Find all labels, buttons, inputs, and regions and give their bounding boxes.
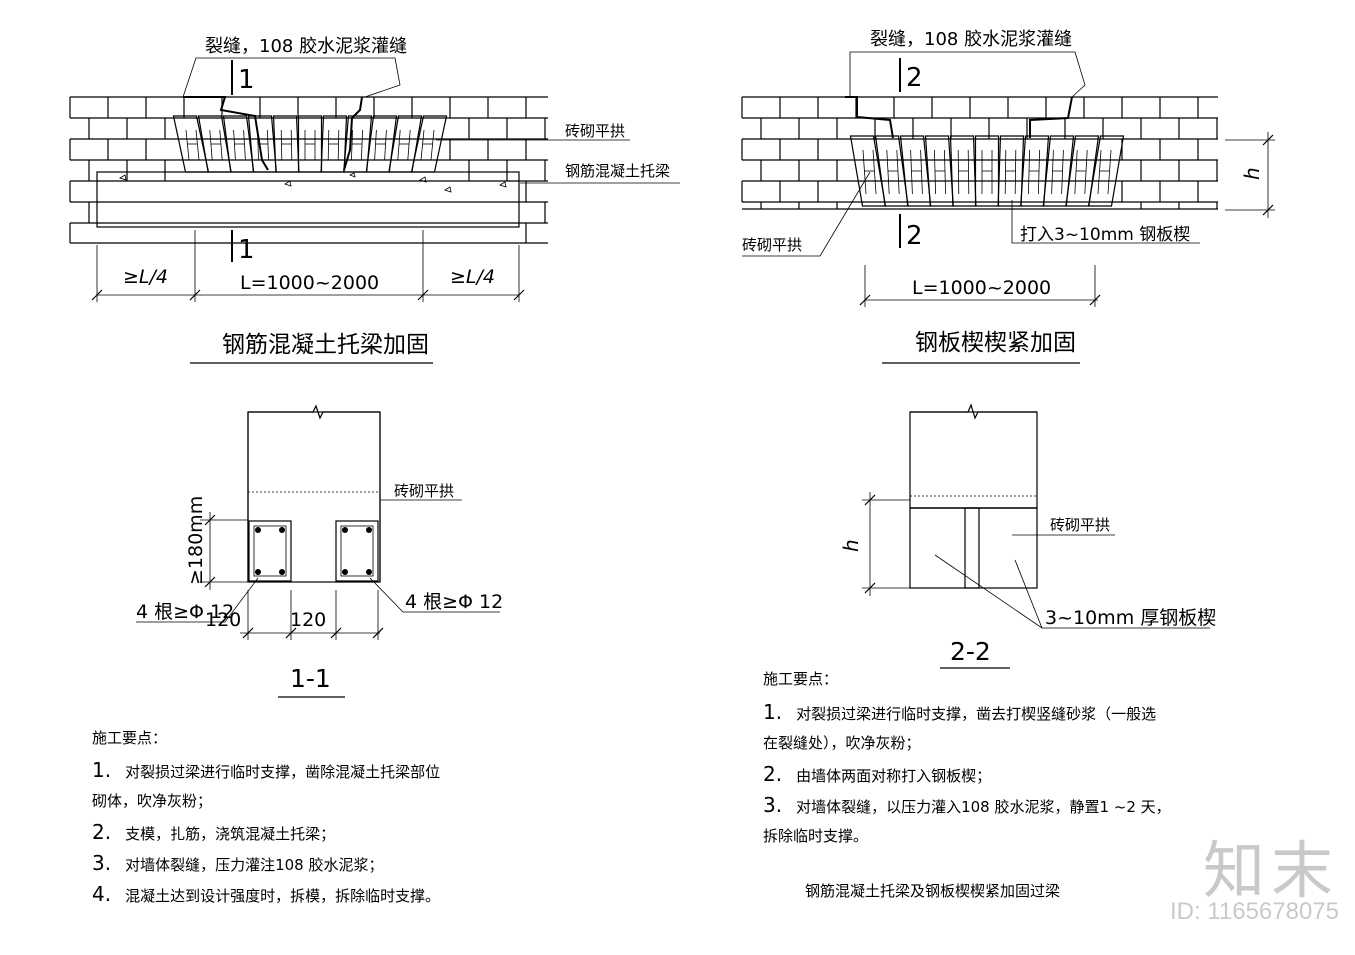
fig1-section-mark-top: 1 bbox=[238, 65, 255, 95]
fig2-section-mark-top: 2 bbox=[906, 63, 923, 93]
sec1-bars-right: 4 根≥Φ 12 bbox=[405, 591, 503, 613]
watermark-logo: 知末 bbox=[1202, 837, 1339, 906]
fig2-section-mark-bottom: 2 bbox=[906, 221, 923, 251]
note-line: 1. 对裂损过梁进行临时支撑，凿去打楔竖缝砂浆（一般选 bbox=[763, 702, 1156, 724]
sec2-h-label: h bbox=[839, 539, 863, 552]
notes-right-heading: 施工要点： bbox=[763, 670, 839, 688]
fig1-dimension-line bbox=[91, 230, 525, 302]
fig1-crack-leader bbox=[182, 57, 401, 98]
sec2-arch-label: 砖砌平拱 bbox=[1050, 516, 1110, 534]
note-number: 1. bbox=[763, 700, 783, 724]
note-text: 支模，扎筋，浇筑混凝土托梁； bbox=[125, 825, 336, 843]
fig2-crack-label: 裂缝，108 胶水泥浆灌缝 bbox=[870, 29, 1072, 50]
note-line: 在裂缝处），吹净灰粉； bbox=[763, 733, 921, 753]
sec1-title: 1-1 bbox=[290, 664, 331, 693]
note-text: 拆除临时支撑。 bbox=[763, 827, 869, 845]
fig1-crack-line bbox=[183, 96, 363, 171]
fig1-section-mark-bottom: 1 bbox=[238, 235, 255, 265]
fig1-dim-span: L=1000~2000 bbox=[240, 272, 379, 294]
note-text: 对裂损过梁进行临时支撑，凿除混凝土托梁部位 bbox=[125, 763, 441, 781]
sec1-width-a: 120 bbox=[205, 609, 241, 631]
sec1-beam-right bbox=[335, 520, 379, 582]
fig2-dim-span: L=1000~2000 bbox=[912, 277, 1051, 299]
note-text: 对墙体裂缝，压力灌注108 胶水泥浆； bbox=[125, 856, 384, 874]
sec1-width-b: 120 bbox=[290, 609, 326, 631]
sec2-steel-wedge bbox=[964, 507, 980, 589]
notes-left-heading: 施工要点： bbox=[92, 729, 168, 747]
fig2-h-dimension bbox=[1225, 132, 1275, 218]
note-text: 混凝土达到设计强度时，拆模，拆除临时支撑。 bbox=[125, 887, 441, 905]
fig1-dim-left: ≥L/4 bbox=[123, 266, 168, 288]
fig2-crack-line bbox=[845, 96, 1073, 139]
note-line: 4. 混凝土达到设计强度时，拆模，拆除临时支撑。 bbox=[92, 884, 440, 906]
fig2-wedge-label: 打入3~10mm 钢板楔 bbox=[1020, 225, 1190, 245]
fig1-title: 钢筋混凝土托梁加固 bbox=[222, 332, 429, 358]
note-number: 2. bbox=[92, 820, 112, 844]
note-line: 2. 由墙体两面对称打入钢板楔； bbox=[763, 764, 991, 786]
fig1-dim-right: ≥L/4 bbox=[450, 266, 495, 288]
note-text: 由墙体两面对称打入钢板楔； bbox=[796, 767, 992, 785]
note-number: 3. bbox=[763, 793, 783, 817]
note-line: 拆除临时支撑。 bbox=[763, 826, 868, 846]
note-number: 2. bbox=[763, 762, 783, 786]
fig1-elevation: 裂缝，108 胶水泥浆灌缝 1 1 砖砌平拱 钢筋混凝土托梁 ≥L/4 L=10… bbox=[69, 36, 680, 364]
note-line: 砌体，吹净灰粉； bbox=[92, 791, 212, 811]
fig1-beam-speckle bbox=[119, 172, 507, 193]
fig2-title: 钢板楔楔紧加固 bbox=[915, 330, 1076, 356]
fig2-h-label: h bbox=[1240, 167, 1264, 180]
note-line: 2. 支模，扎筋，浇筑混凝土托梁； bbox=[92, 822, 335, 844]
fig2-elevation: 裂缝，108 胶水泥浆灌缝 2 2 h 砖砌平拱 打入3~10mm 钢板楔 L=… bbox=[741, 29, 1275, 364]
note-text: 砌体，吹净灰粉； bbox=[92, 792, 213, 810]
note-number: 4. bbox=[92, 882, 112, 906]
fig1-brick-arch bbox=[172, 115, 448, 173]
fig2-crack-leader bbox=[849, 51, 1086, 98]
sec1-arch-label: 砖砌平拱 bbox=[394, 482, 454, 500]
sec2-wedge-label: 3~10mm 厚钢板楔 bbox=[1045, 607, 1216, 629]
sec1-height-dim: ≥180mm bbox=[185, 496, 207, 585]
note-text: 对裂损过梁进行临时支撑，凿去打楔竖缝砂浆（一般选 bbox=[796, 705, 1157, 723]
fig1-crack-label: 裂缝，108 胶水泥浆灌缝 bbox=[205, 36, 407, 57]
note-number: 1. bbox=[92, 758, 112, 782]
fig1-arch-label: 砖砌平拱 bbox=[565, 122, 625, 140]
sec2-detail: h 砖砌平拱 3~10mm 厚钢板楔 2-2 bbox=[839, 403, 1216, 669]
note-text: 在裂缝处），吹净灰粉； bbox=[763, 734, 921, 752]
sheet-title: 钢筋混凝土托梁及钢板楔楔紧加固过梁 bbox=[805, 882, 1060, 900]
note-line: 3. 对墙体裂缝，以压力灌入108 胶水泥浆，静置1 ~2 天， bbox=[763, 795, 1171, 817]
sec2-title: 2-2 bbox=[950, 637, 991, 666]
note-number: 3. bbox=[92, 851, 112, 875]
fig1-beam-label: 钢筋混凝土托梁 bbox=[565, 162, 670, 180]
note-line: 3. 对墙体裂缝，压力灌注108 胶水泥浆； bbox=[92, 853, 384, 875]
watermark-id: ID: 1165678075 bbox=[1169, 898, 1339, 925]
sec1-beam-left bbox=[248, 520, 292, 582]
sec1-bars-left: 4 根≥Φ 12 bbox=[136, 601, 234, 623]
note-text: 对墙体裂缝，以压力灌入108 胶水泥浆，静置1 ~2 天， bbox=[796, 798, 1171, 816]
fig2-brick-arch bbox=[849, 135, 1125, 207]
fig2-brick-wall bbox=[741, 96, 1218, 210]
sec1-detail: 砖砌平拱 ≥180mm 4 根≥Φ 12 4 根≥Φ 12 120 120 1-… bbox=[136, 404, 503, 698]
fig2-dimension-line bbox=[859, 265, 1101, 307]
fig2-arch-label: 砖砌平拱 bbox=[742, 236, 802, 254]
note-line: 1. 对裂损过梁进行临时支撑，凿除混凝土托梁部位 bbox=[92, 760, 440, 782]
fig1-brick-wall bbox=[69, 96, 548, 244]
